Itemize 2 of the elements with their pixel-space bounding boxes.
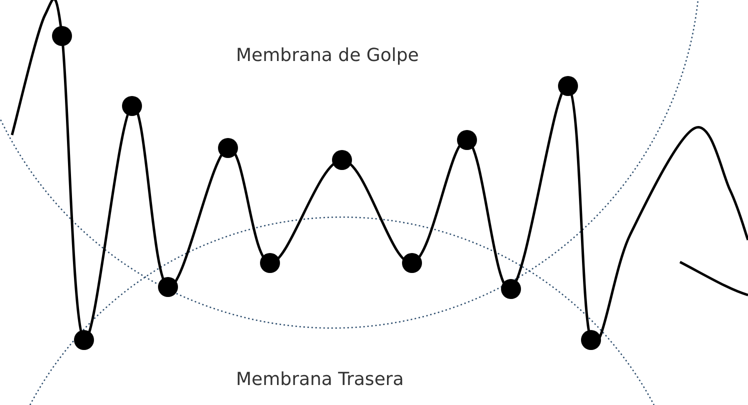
membrane-label: Membrana Trasera [236,369,404,391]
membrane-label: Membrana de Golpe [236,45,419,67]
